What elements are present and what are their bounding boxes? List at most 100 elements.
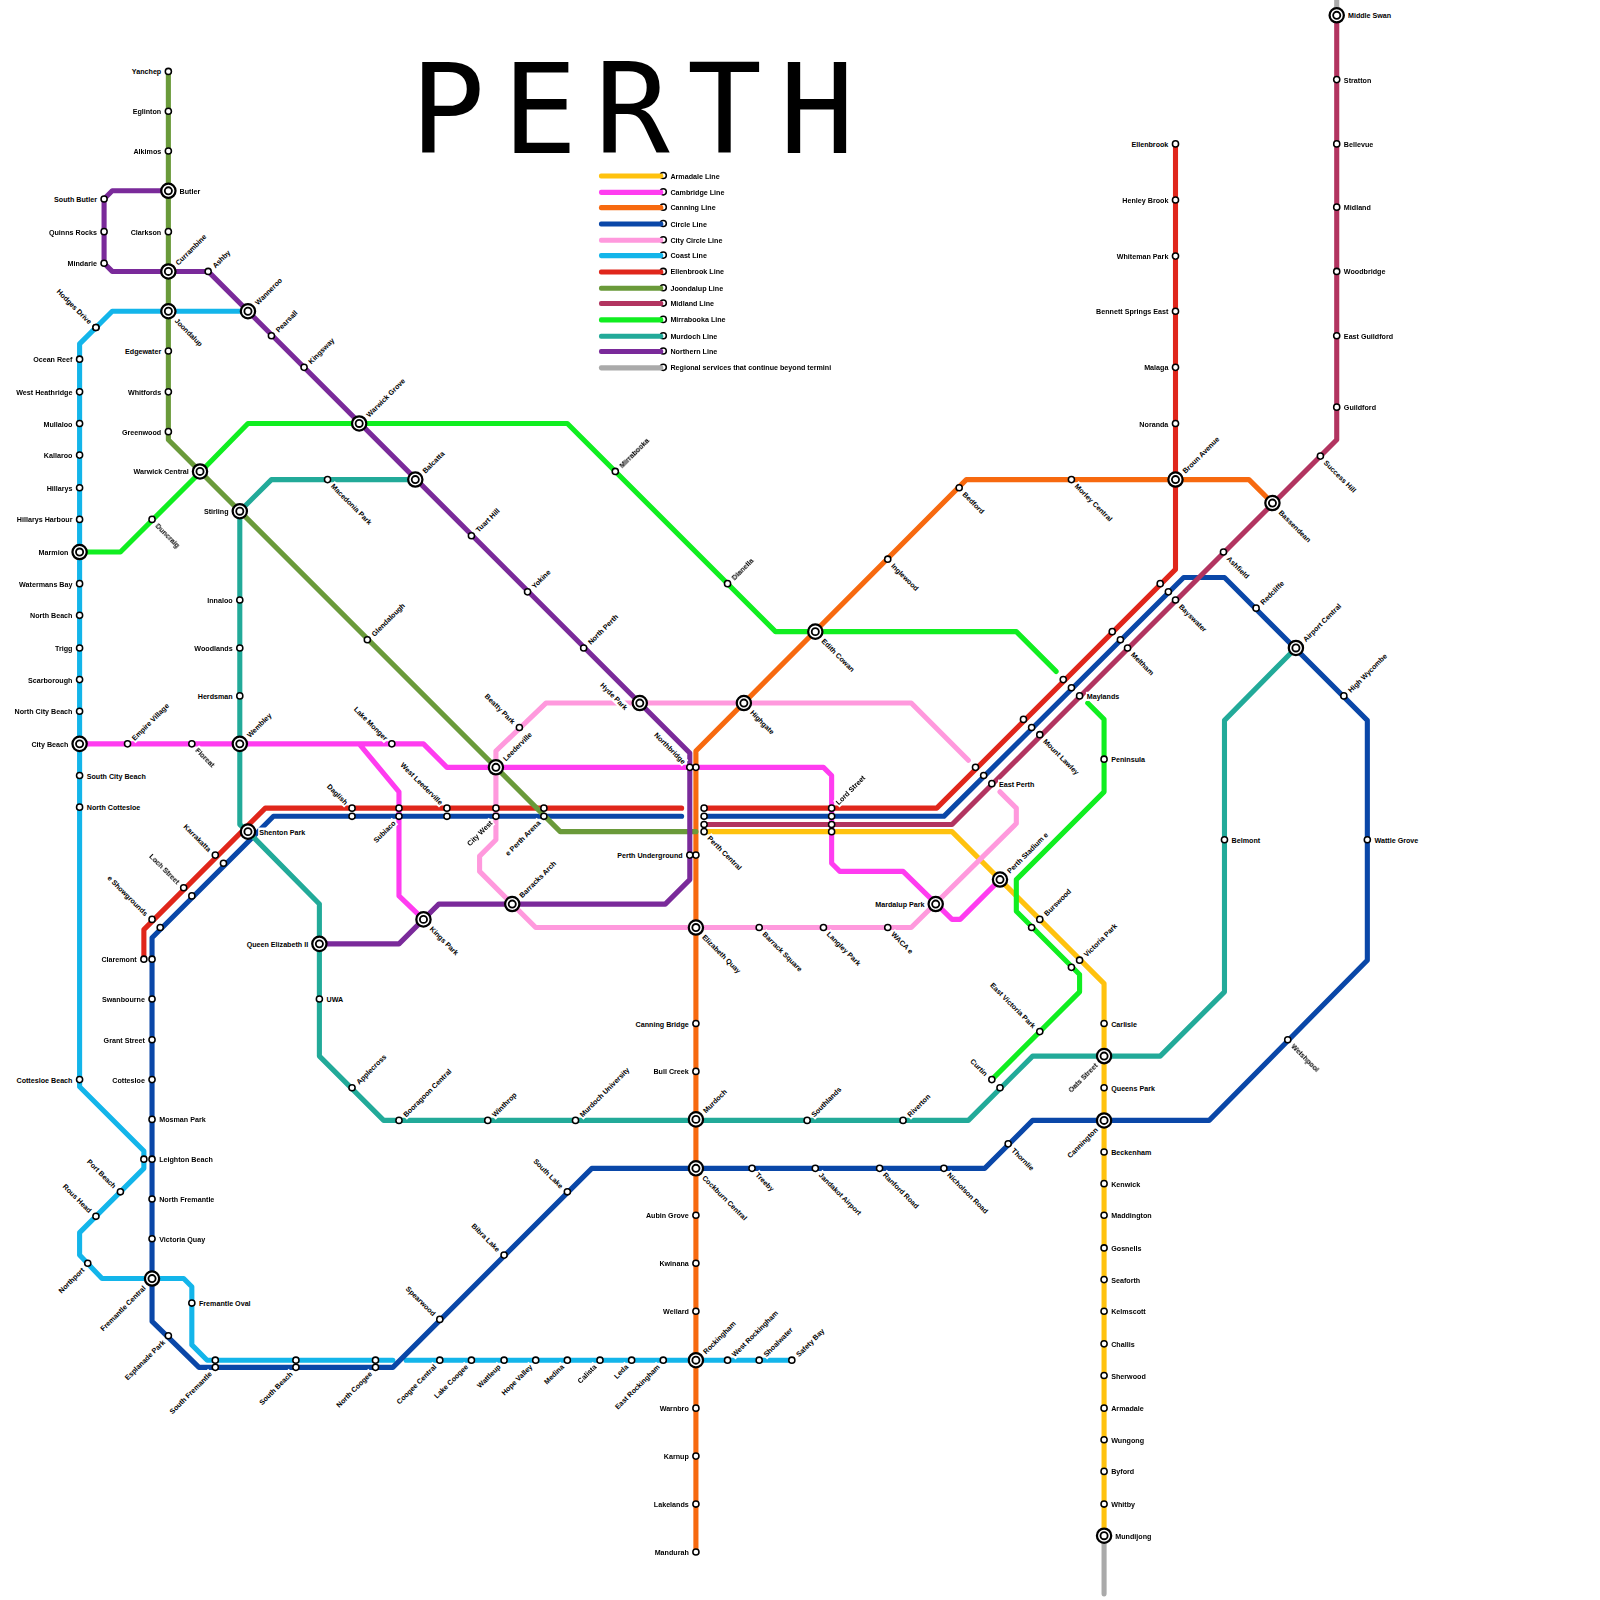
- station-label: Coogee Central: [393, 1361, 438, 1406]
- station-label: Kingsway: [305, 335, 337, 367]
- station-label: Dianella: [729, 555, 756, 582]
- station-marker: [1289, 641, 1303, 655]
- station-marker: [701, 813, 707, 819]
- station-markers: [72, 8, 1370, 1555]
- station-label: Carlisle: [1110, 1019, 1138, 1028]
- station-label: Bennett Springs East: [1095, 307, 1169, 316]
- station-label: Mirrabooka: [616, 435, 651, 470]
- station-marker: [1172, 364, 1178, 370]
- station-marker: [316, 996, 322, 1002]
- station-marker: [1101, 1405, 1107, 1411]
- station-marker: [77, 677, 83, 683]
- station-label: Queen Elizabeth II: [246, 939, 310, 948]
- station-marker: [77, 804, 83, 810]
- station-label: Redcliffe: [1257, 578, 1286, 607]
- station-marker: [820, 924, 826, 930]
- station-marker: [77, 485, 83, 491]
- map-title: PERTH: [410, 48, 871, 172]
- station-label: Bedford: [960, 489, 987, 516]
- station-label: Seaforth: [1110, 1275, 1141, 1284]
- station-label: South City Beach: [86, 771, 147, 780]
- station-label: West Heathridge: [15, 387, 73, 396]
- station-marker: [148, 1275, 155, 1282]
- station-marker: [165, 348, 171, 354]
- station-marker: [812, 1165, 818, 1171]
- station-label: Victoria Park: [1081, 920, 1120, 959]
- station-label: Marmion: [38, 547, 70, 556]
- station-marker: [193, 464, 207, 478]
- station-marker: [356, 420, 363, 427]
- station-marker: [829, 821, 835, 827]
- station-label: Fremantle Central: [97, 1283, 148, 1334]
- station-marker: [212, 1364, 218, 1370]
- station-marker: [93, 324, 99, 330]
- station-marker: [237, 645, 243, 651]
- station-marker: [633, 696, 647, 710]
- station-marker: [1172, 420, 1178, 426]
- station-marker: [1334, 141, 1340, 147]
- station-label: Edgewater: [124, 346, 162, 355]
- station-label: Murdoch University: [577, 1064, 632, 1119]
- legend-swatch: [599, 269, 663, 274]
- canning-line: [696, 480, 1273, 1552]
- station-label: Hillarys Harbour: [16, 515, 74, 524]
- station-label: North Perth: [585, 611, 621, 647]
- station-marker: [1101, 1437, 1107, 1443]
- station-marker: [749, 1165, 755, 1171]
- station-marker: [1101, 1468, 1107, 1474]
- station-marker: [509, 901, 516, 908]
- station-marker: [1172, 197, 1178, 203]
- station-label: Jandakot Airport: [816, 1169, 864, 1217]
- station-marker: [812, 628, 819, 635]
- station-marker: [829, 805, 835, 811]
- station-label: Innaloo: [206, 595, 233, 604]
- station-marker: [1317, 453, 1323, 459]
- legend-swatch: [599, 301, 663, 306]
- station-marker: [77, 1077, 83, 1083]
- station-label: Gosnells: [1110, 1243, 1142, 1252]
- station-marker: [165, 108, 171, 114]
- station-label: Shoalwater: [760, 1324, 795, 1359]
- station-label: Glendalough: [368, 600, 407, 639]
- station-label: South Lake: [531, 1156, 566, 1191]
- ellenbrook-line: [144, 144, 1176, 959]
- station-label: Canning Bridge: [635, 1019, 690, 1028]
- station-marker: [581, 645, 587, 651]
- station-marker: [1101, 1181, 1107, 1187]
- station-marker: [212, 1357, 218, 1363]
- station-label: Wattleup: [474, 1361, 503, 1390]
- station-marker: [77, 612, 83, 618]
- station-label: Karrakatta: [181, 821, 214, 854]
- station-marker: [149, 1077, 155, 1083]
- legend-swatch: [599, 348, 663, 353]
- station-marker: [489, 760, 503, 774]
- station-label: Peninsula: [1110, 755, 1146, 764]
- legend-label: Cambridge Line: [670, 187, 724, 196]
- station-marker: [161, 304, 175, 318]
- station-label: High Wycombe: [1345, 651, 1389, 695]
- station-label: Cottesloe: [111, 1075, 146, 1084]
- station-marker: [1101, 1532, 1108, 1539]
- station-label: North City Beach: [13, 707, 73, 716]
- station-label: Leighton Beach: [158, 1155, 214, 1164]
- station-marker: [692, 1357, 699, 1364]
- legend-swatch: [599, 365, 663, 370]
- station-marker: [789, 1357, 795, 1363]
- station-marker: [1269, 499, 1276, 506]
- station-label: Yanchep: [131, 67, 162, 76]
- station-marker: [1334, 268, 1340, 274]
- station-marker: [740, 699, 747, 706]
- station-marker: [316, 940, 323, 947]
- station-label: Morley Central: [1073, 481, 1116, 524]
- station-label: Ashfield: [1225, 553, 1253, 581]
- station-label: UWA: [326, 994, 345, 1003]
- legend-label: Midland Line: [670, 298, 714, 307]
- station-marker: [1334, 77, 1340, 83]
- station-marker: [1101, 1341, 1107, 1347]
- station-label: Clarkson: [130, 227, 163, 236]
- station-marker: [541, 805, 547, 811]
- station-label: Kings Park: [427, 923, 461, 957]
- station-marker: [1157, 581, 1163, 587]
- station-marker: [205, 268, 211, 274]
- station-marker: [1172, 253, 1178, 259]
